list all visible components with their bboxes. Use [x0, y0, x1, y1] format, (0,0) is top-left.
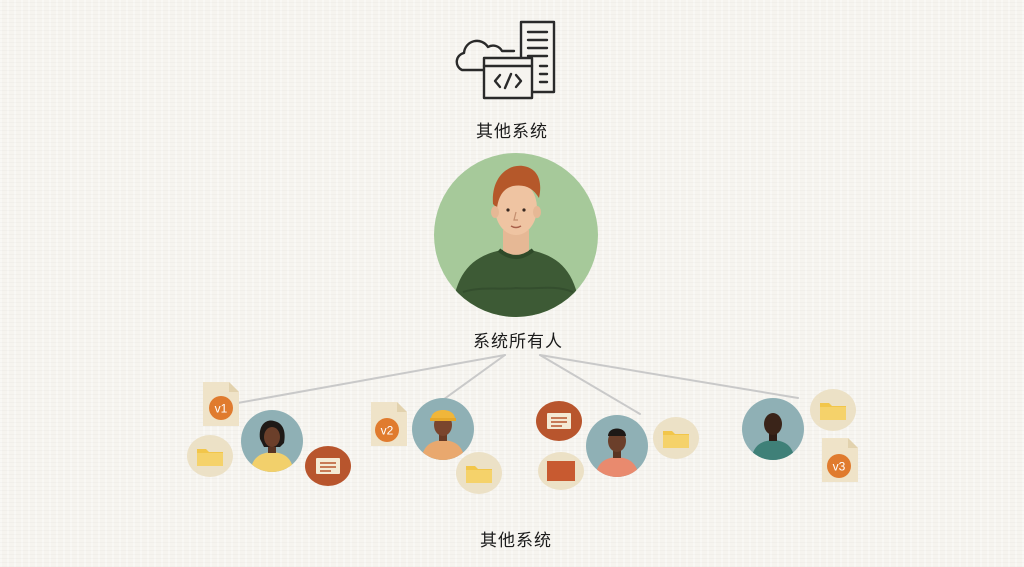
folder-icon	[810, 389, 856, 431]
folder-icon	[456, 452, 502, 494]
chat-bubble-icon	[538, 452, 584, 490]
user-avatar	[742, 398, 804, 460]
bottom-system-label: 其他系统	[480, 531, 552, 550]
folder-icon	[187, 435, 233, 477]
connector-line	[231, 354, 506, 405]
chat-bubble-icon	[536, 401, 582, 441]
user-avatar	[241, 410, 303, 472]
svg-text:v2: v2	[381, 424, 394, 438]
connector-line	[439, 354, 506, 403]
top-system-label: 其他系统	[476, 122, 548, 141]
connector-line	[539, 354, 799, 399]
connector-line	[539, 354, 641, 415]
chat-bubble-icon	[305, 446, 351, 486]
version-badge-v3: v3	[827, 454, 851, 478]
svg-text:v1: v1	[215, 402, 228, 416]
owner-avatar	[434, 153, 598, 317]
cloud-server-code-icon	[455, 20, 556, 100]
folder-icon	[653, 417, 699, 459]
owner-label: 系统所有人	[473, 332, 563, 351]
svg-text:v3: v3	[833, 460, 846, 474]
version-badge-v2: v2	[375, 418, 399, 442]
user-avatar	[412, 398, 474, 460]
user-avatar	[586, 415, 648, 477]
version-badge-v1: v1	[209, 396, 233, 420]
